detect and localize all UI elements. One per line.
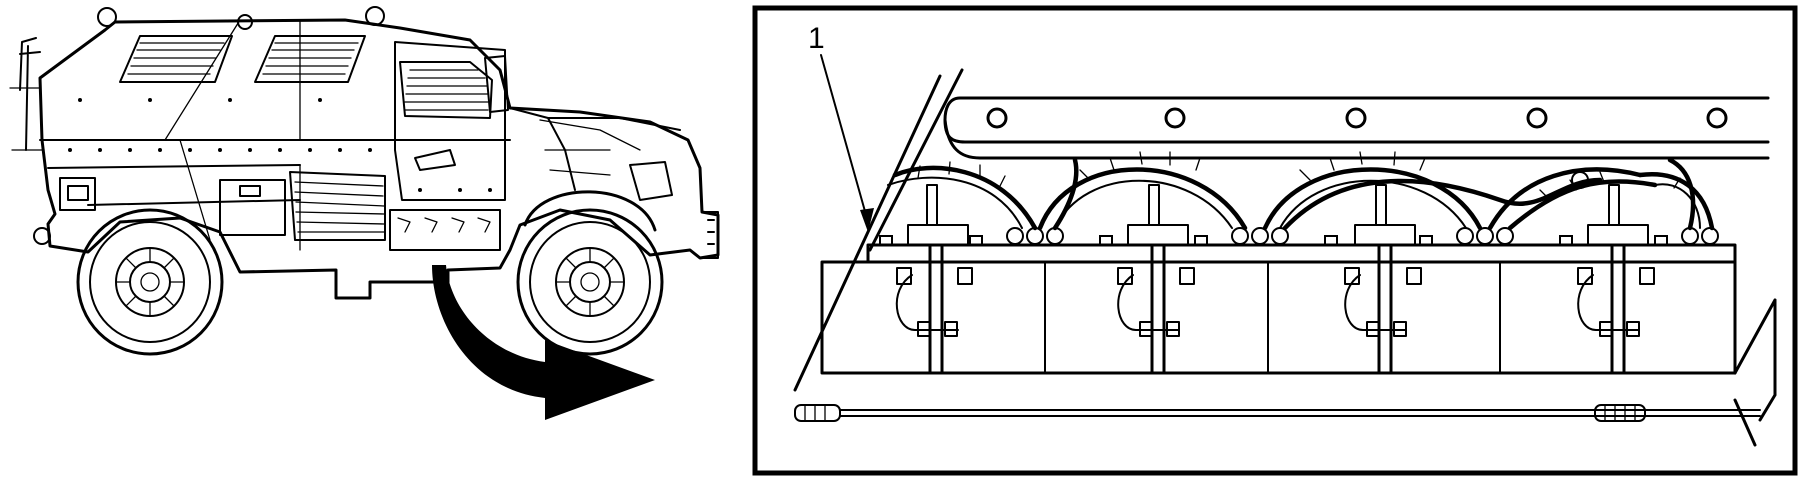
hold-down-strap-icon bbox=[794, 404, 1761, 422]
callout-label-1: 1 bbox=[808, 22, 825, 55]
hold-down-1-icon bbox=[895, 184, 1064, 375]
front-wheel-icon bbox=[516, 208, 664, 356]
battery-box-mesh-icon bbox=[289, 171, 386, 241]
hull-rivets bbox=[68, 98, 492, 192]
hold-down-4-icon bbox=[1577, 184, 1719, 375]
vehicle-icon bbox=[9, 6, 720, 356]
rear-wheel-icon bbox=[76, 208, 224, 356]
roof-hatch-rear-icon bbox=[254, 35, 366, 83]
detail-view: 1 bbox=[752, 5, 1798, 476]
detail-frame bbox=[752, 5, 1798, 476]
callout-leader-1 bbox=[820, 54, 869, 223]
side-window-icon bbox=[399, 61, 493, 119]
roof-hatch-front-icon bbox=[119, 35, 233, 83]
curved-arrow-icon bbox=[432, 265, 655, 420]
battery-cables-icon bbox=[887, 151, 1715, 231]
hold-down-2-icon bbox=[1117, 184, 1289, 375]
hold-down-assemblies bbox=[895, 184, 1719, 375]
frame-rail-icon bbox=[943, 96, 1770, 160]
hold-down-3-icon bbox=[1344, 184, 1514, 375]
